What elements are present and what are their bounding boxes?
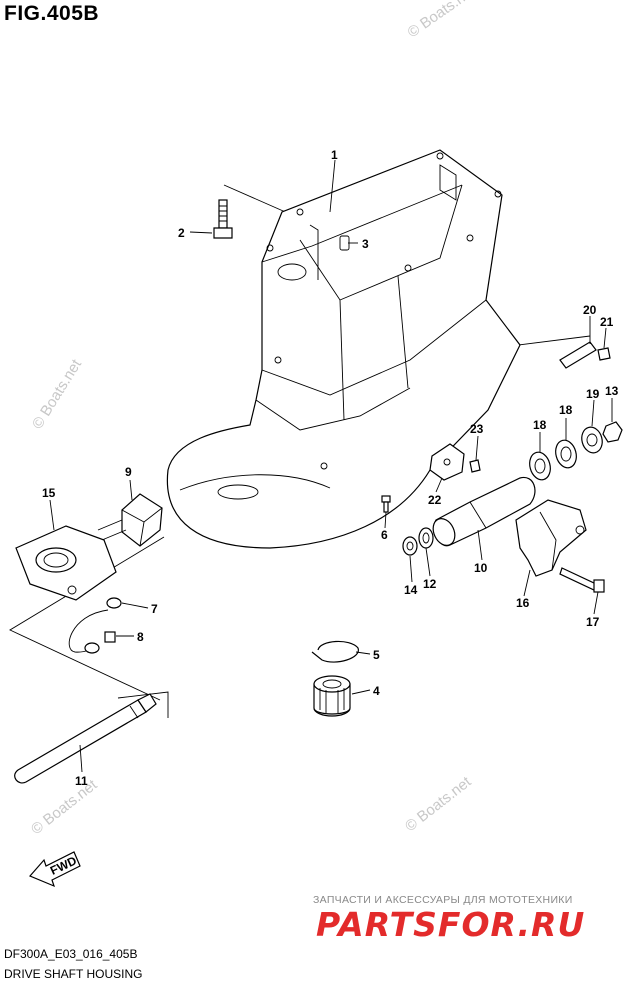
- callout-13: 13: [605, 384, 619, 398]
- callout-3: 3: [362, 237, 369, 251]
- rubber-block: [429, 443, 465, 481]
- washer: [555, 439, 577, 469]
- watermark: © Boats.net: [405, 0, 480, 41]
- callout-15: 15: [42, 486, 56, 500]
- ground-wire: [68, 597, 122, 654]
- watermark: © Boats.net: [29, 356, 86, 432]
- callout-9: 9: [125, 465, 132, 479]
- drive-shaft-housing: [166, 149, 521, 549]
- watermark: © Boats.net: [402, 773, 475, 835]
- bracket: [15, 525, 117, 601]
- nut: [602, 421, 623, 443]
- callout-19: 19: [586, 387, 600, 401]
- bolt: [559, 567, 605, 593]
- figure-title: FIG.405B: [4, 2, 100, 25]
- callout-2: 2: [178, 226, 185, 240]
- clip: [559, 341, 597, 369]
- callout-7: 7: [151, 602, 158, 616]
- washer: [402, 536, 418, 556]
- callout-5: 5: [373, 648, 380, 662]
- washer: [529, 451, 551, 481]
- shop-logo: PARTSFOR.RU: [316, 905, 586, 944]
- callout-17: 17: [586, 615, 600, 629]
- callout-12: 12: [423, 577, 437, 591]
- callout-23: 23: [470, 422, 484, 436]
- small-bolt: [469, 459, 481, 473]
- shop-tagline: ЗАПЧАСТИ И АКСЕССУАРЫ ДЛЯ МОТОТЕХНИКИ: [313, 894, 573, 906]
- bolt: [213, 199, 233, 239]
- callout-11: 11: [75, 774, 88, 788]
- callout-4: 4: [373, 684, 380, 698]
- callout-21: 21: [600, 315, 614, 329]
- sensor: [97, 493, 163, 547]
- small-bolt: [104, 631, 116, 643]
- fwd-arrow-icon: FWD: [28, 851, 81, 888]
- callout-16: 16: [516, 596, 530, 610]
- reference-line: [223, 184, 291, 215]
- watermark: © Boats.net: [28, 776, 101, 838]
- leader-lines: [49, 159, 613, 773]
- bushing: [313, 675, 351, 717]
- cylinder: [432, 476, 536, 547]
- washer: [418, 527, 434, 549]
- circlip: [311, 640, 359, 663]
- callout-22: 22: [428, 493, 442, 507]
- bolt: [597, 347, 611, 361]
- callout-8: 8: [137, 630, 144, 644]
- washer: [581, 426, 603, 454]
- callout-6: 6: [381, 528, 388, 542]
- callout-1: 1: [331, 148, 338, 162]
- figure-code: DF300A_E03_016_405B: [4, 947, 138, 961]
- shift-cam: [515, 499, 587, 577]
- drive-shaft: [14, 693, 157, 784]
- callout-14: 14: [404, 583, 418, 597]
- callout-labels: 1 2 3 4 5 6 7 8 9 11 10 12 13 14 15 16 1…: [42, 148, 619, 788]
- callout-10: 10: [474, 561, 488, 575]
- reference-line: [117, 691, 169, 718]
- callout-18: 18: [533, 418, 547, 432]
- figure-caption: DRIVE SHAFT HOUSING: [4, 967, 143, 981]
- callout-20: 20: [583, 303, 597, 317]
- callout-18b: 18: [559, 403, 573, 417]
